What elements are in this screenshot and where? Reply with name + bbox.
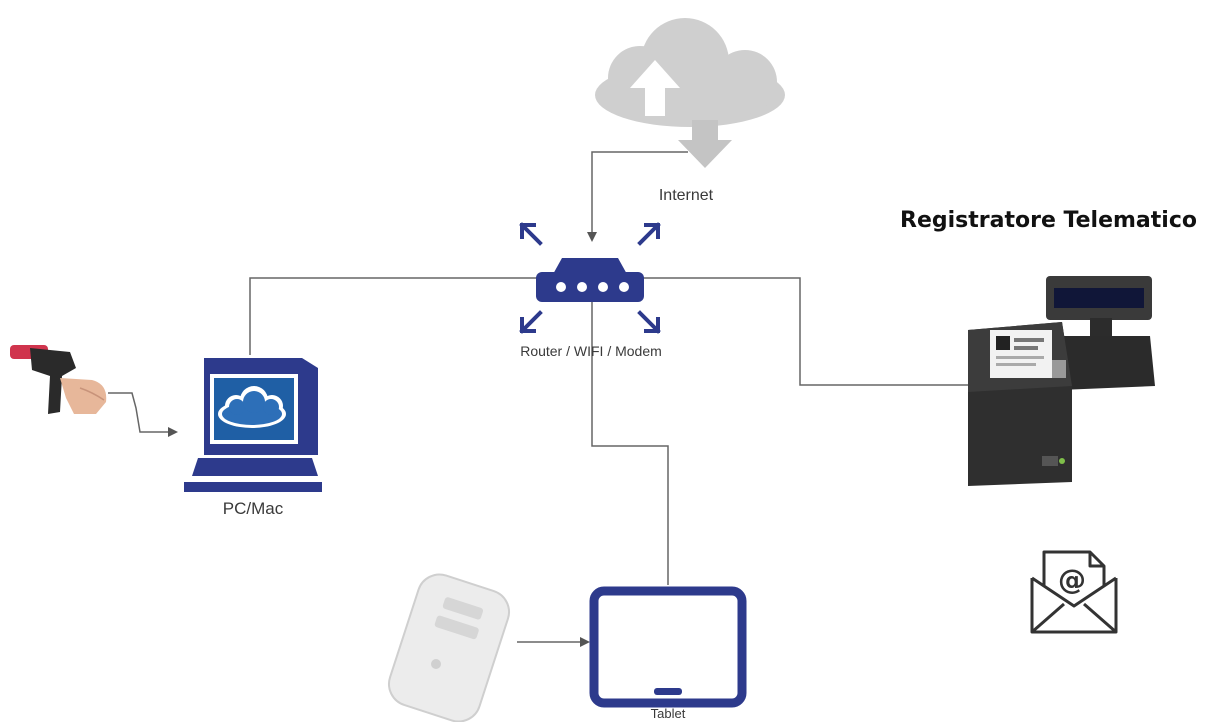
registratore-telematico-title: Registratore Telematico: [900, 208, 1197, 233]
scanner-pc-link: [108, 392, 178, 437]
pc-icon: [184, 358, 322, 492]
barcode-scanner-icon: [10, 345, 107, 414]
router-icon: [519, 222, 661, 334]
cloud-icon: [595, 18, 785, 168]
internet-label: Internet: [659, 187, 714, 204]
pc-label: PC/Mac: [223, 499, 284, 518]
svg-text:@: @: [1058, 563, 1086, 596]
handheld-scanner-icon: [388, 573, 510, 722]
router-label: Router / WIFI / Modem: [520, 343, 662, 359]
tablet-icon: [589, 586, 747, 708]
email-icon: @: [1030, 550, 1118, 634]
pc-router-printer-link: [249, 277, 968, 386]
cash-register-icon: [968, 276, 1155, 486]
internet-router-link: [587, 151, 688, 242]
connection-lines: [108, 151, 968, 647]
tablet-label: Tablet: [651, 706, 686, 721]
router-tablet-link: [591, 300, 669, 585]
